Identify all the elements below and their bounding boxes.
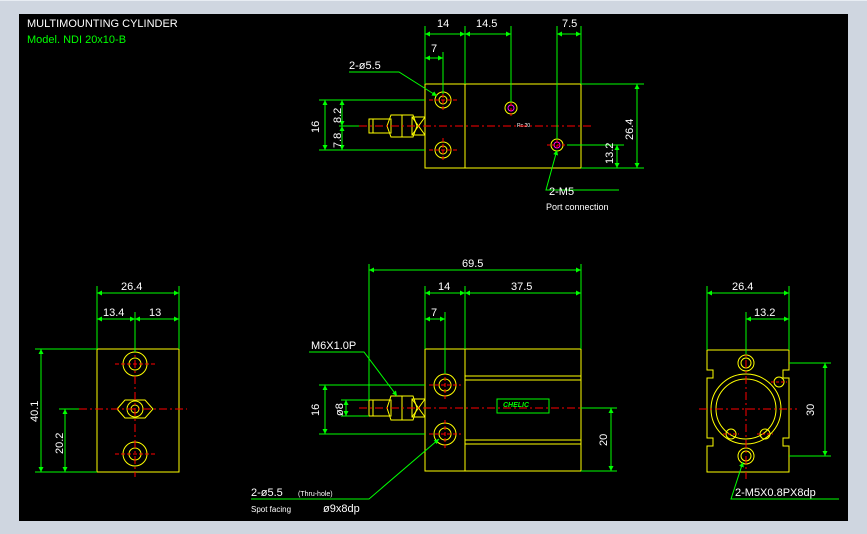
- right-view: 26.4 13.2 30 2-M5X0.8PX8dp: [699, 281, 839, 500]
- front-dim-14: 14: [438, 281, 450, 293]
- top-dim-8-2: 8.2: [332, 108, 344, 123]
- right-dimensions: [706, 286, 839, 500]
- front-brand-label: CHELIC: [503, 402, 530, 409]
- left-dim-13-4: 13.4: [103, 307, 124, 319]
- right-dim-30: 30: [805, 404, 817, 416]
- left-dim-26-4: 26.4: [121, 281, 142, 293]
- top-view: Rc 20: [310, 18, 644, 212]
- top-dimensions: [319, 26, 644, 191]
- right-thread-leader: [730, 461, 839, 500]
- front-dim-16: 16: [310, 404, 322, 416]
- front-barrel: [464, 348, 582, 472]
- front-hole-callout: 2-ø5.5: [251, 487, 283, 499]
- right-body: [706, 349, 790, 473]
- top-hole-callout: 2-ø5.5: [349, 60, 381, 72]
- front-view: CHELIC: [251, 258, 617, 515]
- front-spot-facing-label: Spot facing: [251, 505, 291, 514]
- drawing-canvas: MULTIMOUNTING CYLINDER Model. NDI 20x10-…: [19, 14, 848, 521]
- front-brand-plate: [496, 398, 550, 414]
- top-port-note: Port connection: [546, 202, 609, 212]
- left-dimensions: [35, 286, 180, 473]
- front-dim-20: 20: [598, 434, 610, 446]
- top-barrel: [464, 83, 582, 169]
- front-dimensions: [251, 264, 617, 500]
- front-dim-8: ø8: [334, 403, 346, 416]
- left-view: 26.4 13.4 13 40.1 20.2: [29, 281, 187, 477]
- left-dim-20-2: 20.2: [54, 433, 66, 454]
- top-dim-16: 16: [310, 121, 322, 133]
- title-line-2: Model. NDI 20x10-B: [27, 34, 126, 46]
- top-dim-7-5: 7.5: [562, 18, 577, 30]
- front-hole-note: (Thru-hole): [298, 491, 333, 498]
- left-dim-40-1: 40.1: [29, 401, 41, 422]
- right-dim-26-4: 26.4: [732, 281, 753, 293]
- front-spot-facing-value: ø9x8dp: [323, 503, 360, 515]
- right-dim-13-2: 13.2: [754, 307, 775, 319]
- top-port-leader: [545, 149, 619, 191]
- cad-drawing: MULTIMOUNTING CYLINDER Model. NDI 20x10-…: [27, 18, 839, 515]
- top-dim-26-4: 26.4: [624, 119, 636, 140]
- title-line-1: MULTIMOUNTING CYLINDER: [27, 18, 178, 30]
- front-dim-37-5: 37.5: [511, 281, 532, 293]
- top-dim-13-2: 13.2: [604, 143, 616, 164]
- top-dim-14-5: 14.5: [476, 18, 497, 30]
- right-thread-callout: 2-M5X0.8PX8dp: [735, 487, 816, 499]
- top-dim-7: 7: [431, 43, 437, 55]
- front-dim-7: 7: [431, 307, 437, 319]
- left-body: [96, 348, 180, 473]
- top-port-callout: 2-M5: [549, 186, 574, 198]
- front-thread-leader: [309, 351, 398, 397]
- top-dim-7-8: 7.8: [332, 133, 344, 148]
- top-dim-14: 14: [437, 18, 449, 30]
- top-hole-leader: [349, 71, 438, 97]
- front-thread-callout: M6X1.0P: [311, 340, 356, 352]
- left-dim-13: 13: [149, 307, 161, 319]
- front-hole-leader: [251, 438, 440, 500]
- front-dim-69-5: 69.5: [462, 258, 483, 270]
- title-block: MULTIMOUNTING CYLINDER Model. NDI 20x10-…: [27, 18, 178, 46]
